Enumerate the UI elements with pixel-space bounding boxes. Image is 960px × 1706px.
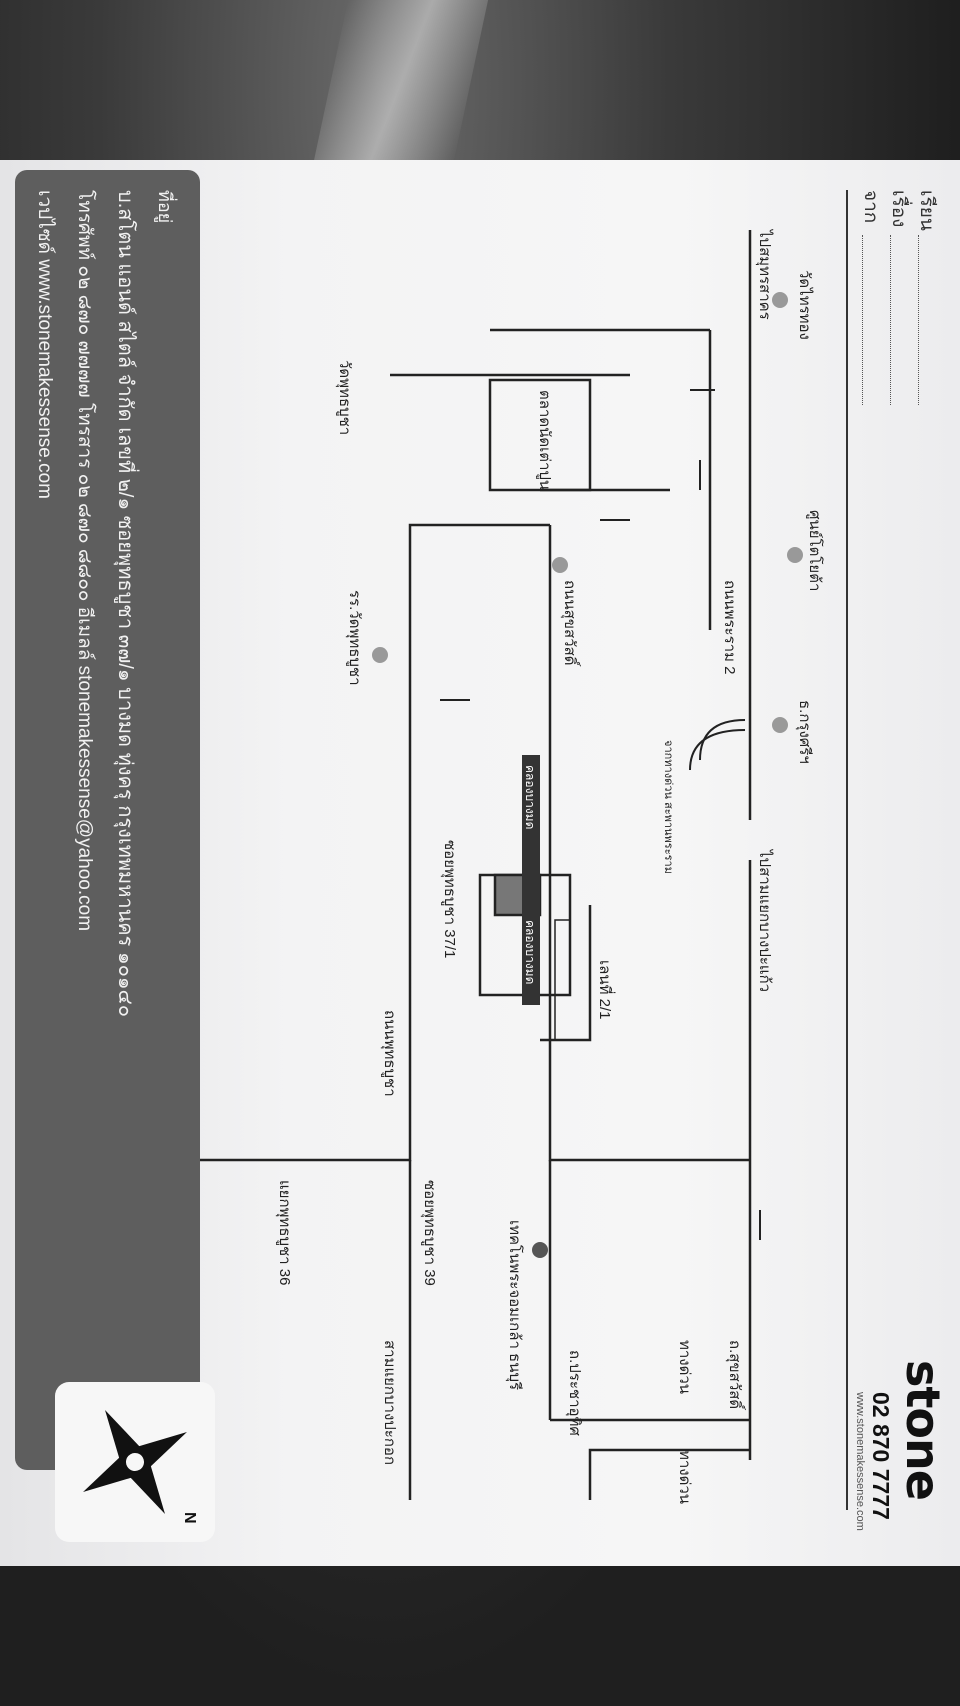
label-tech-college: เทคโนพระจอมเกล้า ธนบุรี <box>505 1220 524 1390</box>
form-to-line[interactable] <box>917 235 935 406</box>
form-from-label: จาก <box>860 190 881 224</box>
form-subject-label: เรื่อง <box>888 190 909 228</box>
lane-inner <box>554 919 570 1040</box>
label-pracha-u-thit: ถ.ประชาอุทิศ <box>565 1350 583 1436</box>
map-markers <box>372 292 803 1258</box>
tech-college-marker <box>532 1242 548 1258</box>
footer-company-line: บ.สโตน แอนด์ สไตล์ จำกัด เลขที่ ๒/๑ ซอยพ… <box>114 190 136 1017</box>
label-krungsri: ธ.กรุงศรีฯ <box>795 700 813 764</box>
label-bang-prakok: สามแยกบางปะกอก <box>381 1340 398 1465</box>
map-arrows <box>440 389 761 1240</box>
rr-wat-tung-cha-marker <box>372 647 388 663</box>
form-to-row: เรียน <box>912 190 942 406</box>
label-canal-b: คลองบางมด <box>523 920 537 984</box>
label-wat-sai-thong: วัดไทรทอง <box>796 270 814 340</box>
envelope-sheet: เรียน เรื่อง จาก stone 02 870 7777 www.s… <box>0 160 960 1566</box>
label-to-kaew-kuk: ไปสามแยกบางปะแก้ว <box>756 849 774 992</box>
compass-icon: N <box>83 1410 198 1524</box>
stone-logo: stone <box>896 1360 950 1500</box>
form-subject-row: เรื่อง <box>884 190 914 406</box>
form-from-row: จาก <box>856 190 886 406</box>
form-from-line[interactable] <box>861 235 879 406</box>
tao-pun-marker <box>552 557 568 573</box>
expressway-line <box>588 1448 750 1500</box>
tung-cha-road-line <box>200 523 550 1162</box>
brand-website: www.stonemakessense.com <box>854 1392 866 1531</box>
footer-website-line: เวปไซด์ www.stonemakessense.com <box>34 190 55 500</box>
label-lane-2-1: เลนที่ 2/1 <box>596 960 616 1019</box>
toyota-marker <box>787 547 803 563</box>
label-kr-suksawat: ถ.สุขสวัสดิ์ <box>725 1340 746 1411</box>
footer-address-title: ที่อยู่ <box>155 190 175 224</box>
brand-phone: 02 870 7777 <box>868 1392 894 1520</box>
label-tao-pun: ตลาดนัดเต่าปูน <box>536 390 553 490</box>
form-subject-line[interactable] <box>889 235 907 406</box>
footer-bar: ที่อยู่ บ.สโตน แอนด์ สไตล์ จำกัด เลขที่ … <box>15 170 200 1470</box>
location-map: ไปสมุทรสาคร วัดไทรทอง ศูนย์โตโยต้า ถนนพร… <box>200 229 824 1504</box>
krungsri-marker <box>772 717 788 733</box>
lane-2-1-road <box>540 905 592 1042</box>
label-expressway-b: ทางด่วน <box>676 1450 693 1504</box>
label-canal-a: คลองบางมด <box>523 765 537 829</box>
bridge-curve <box>699 719 746 761</box>
wat-sai-thong-marker <box>772 292 788 308</box>
label-soi-37: ซอยพุทธบูชา 37/1 <box>440 840 458 958</box>
bridge-curve-2 <box>689 729 746 771</box>
compass-box: N <box>55 1382 215 1542</box>
label-rr-wat-tung-cha: รร.วัดพุทธบูชา <box>345 590 363 686</box>
label-soi-39: ซอยพุทธบูชา 39 <box>420 1180 438 1286</box>
form-to-label: เรียน <box>916 190 937 231</box>
label-toyota: ศูนย์โตโยต้า <box>806 510 824 591</box>
soi-road-line <box>548 525 750 1162</box>
label-expressway-a: ทางด่วน <box>676 1340 693 1394</box>
label-soi-36: แยกพุทธบูชา 36 <box>275 1180 293 1285</box>
map-labels: ไปสมุทรสาคร วัดไทรทอง ศูนย์โตโยต้า ถนนพร… <box>275 229 824 1504</box>
label-wat-tung-cha: วัดพุทธบูชา <box>335 360 353 435</box>
label-to-sakhon: ไปสมุทรสาคร <box>755 229 774 320</box>
label-suksawat-vertical: ถนนสุขสวัสดิ์ <box>560 580 581 667</box>
footer-contact-line: โทรศัพท์ ๐๒ ๘๗๐ ๗๗๗๗ โทรสาร ๐๒ ๘๗๐ ๘๘๐๐ … <box>74 190 95 932</box>
compass-north-label: N <box>181 1512 198 1524</box>
header-rule <box>846 190 848 1510</box>
label-from-bridge: จากทางด่วน สะพานพระราม <box>662 740 674 874</box>
label-rama2: ถนนพระราม 2 <box>721 580 738 674</box>
label-tung-cha-road: ถนนพุทธบูชา <box>380 1010 398 1097</box>
envelope-content: เรียน เรื่อง จาก stone 02 870 7777 www.s… <box>0 160 960 1566</box>
canal-a <box>522 755 540 1005</box>
